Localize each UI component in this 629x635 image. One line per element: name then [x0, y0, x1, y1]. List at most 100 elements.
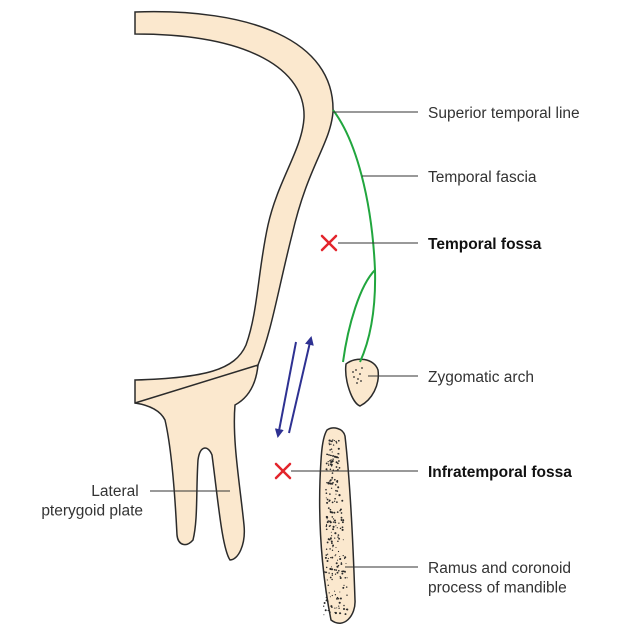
ramus-speckle — [330, 557, 331, 558]
ramus-speckle — [331, 516, 333, 518]
ramus-speckle — [335, 569, 337, 571]
ramus-speckle — [331, 512, 333, 514]
ramus-speckle — [334, 569, 336, 571]
ramus-speckle — [331, 477, 333, 479]
ramus-speckle — [326, 524, 327, 525]
ramus-speckle — [326, 468, 328, 470]
ramus-speckle — [332, 550, 333, 551]
ramus-speckle — [326, 597, 327, 598]
ramus-speckle — [337, 486, 339, 488]
ramus-speckle — [330, 443, 331, 444]
ramus-speckle — [346, 609, 347, 610]
ramus-speckle — [334, 440, 335, 441]
ramus-speckle — [340, 613, 341, 614]
ramus-speckle — [344, 571, 346, 573]
ramus-speckle — [335, 594, 336, 595]
ramus-speckle — [341, 517, 343, 519]
ramus-speckle — [333, 444, 334, 445]
ramus-speckle — [337, 572, 339, 574]
ramus-speckle — [331, 557, 333, 559]
ramus-speckle — [334, 537, 335, 538]
ramus-speckle — [344, 577, 346, 579]
ramus-speckle — [333, 512, 335, 514]
ramus-speckle — [330, 596, 331, 597]
ramus-speckle — [338, 494, 340, 496]
ramus-speckle — [323, 606, 324, 607]
ramus-speckle — [336, 442, 337, 443]
label-ramus-line2: process of mandible — [428, 579, 567, 596]
x-mark-icon — [276, 464, 290, 478]
ramus-speckle — [347, 577, 348, 578]
ramus-speckle — [330, 577, 332, 579]
ramus-speckle — [345, 613, 347, 615]
ramus-speckle — [331, 568, 333, 570]
label-lateral-pterygoid-plate-line1: Lateral — [91, 483, 138, 500]
ramus-speckle — [339, 558, 341, 560]
ramus-speckle — [331, 441, 333, 443]
ramus-speckle — [328, 465, 329, 466]
ramus-speckle — [327, 454, 328, 455]
ramus-speckle — [335, 547, 336, 548]
ramus-speckle — [332, 545, 334, 547]
ramus-speckle — [327, 600, 328, 601]
ramus-speckle — [333, 518, 334, 519]
ramus-speckle — [338, 448, 340, 450]
ramus-speckle — [328, 482, 329, 483]
ramus-speckle — [334, 591, 335, 592]
ramus-speckle — [324, 571, 325, 572]
ramus-speckle — [326, 548, 327, 549]
ramus-speckle — [334, 498, 336, 500]
ramus-speckle — [335, 441, 337, 443]
ramus-speckle — [332, 451, 333, 452]
ramus-speckle — [328, 538, 330, 540]
ramus-speckle — [336, 607, 337, 608]
ramus-speckle — [335, 612, 337, 614]
ramus-speckle — [341, 562, 342, 563]
label-lateral-pterygoid-plate-line2: pterygoid plate — [41, 502, 143, 519]
ramus-speckle — [331, 532, 332, 533]
ramus-speckle — [335, 525, 336, 526]
ramus-speckle — [338, 457, 339, 458]
ramus-speckle — [325, 609, 327, 611]
ramus-speckle — [336, 490, 338, 492]
ramus-speckle — [339, 467, 341, 469]
ramus-speckle — [346, 563, 347, 564]
label-lateral-pterygoid-plate: Lateral pterygoid plate — [41, 483, 143, 519]
ramus-speckle — [331, 459, 332, 460]
ramus-speckle — [337, 536, 338, 537]
ramus-speckle — [329, 592, 330, 593]
ramus-speckle — [338, 608, 339, 609]
ramus-speckle — [327, 554, 328, 555]
ramus-speckle — [330, 460, 332, 462]
ramus-speckle — [330, 525, 331, 526]
ramus-speckle — [332, 439, 334, 441]
ramus-speckle — [329, 440, 331, 442]
ramus-speckle — [338, 606, 339, 607]
ramus-speckle — [332, 546, 333, 547]
ramus-speckle — [329, 480, 330, 481]
ramus-speckle — [331, 540, 333, 542]
ramus-speckle — [338, 440, 340, 442]
ramus-speckle — [338, 570, 340, 572]
ramus-speckle — [324, 602, 326, 604]
ramus-speckle — [342, 519, 344, 521]
ramus-speckle — [337, 469, 339, 471]
ramus-speckle — [346, 594, 347, 595]
label-temporal-fossa: Temporal fossa — [428, 236, 542, 253]
ramus-speckle — [327, 499, 329, 501]
ramus-speckle — [339, 602, 341, 604]
ramus-speckle — [337, 463, 339, 465]
zygomatic-arch — [346, 359, 379, 406]
skull-lateral-wall — [135, 12, 333, 403]
temporal-fascia-inner — [343, 270, 375, 362]
ramus-speckle — [332, 573, 333, 574]
label-ramus-line1: Ramus and coronoid — [428, 560, 571, 577]
ramus-speckle — [327, 541, 329, 543]
ramus-speckle — [343, 539, 344, 540]
up-arrow-icon — [289, 338, 311, 433]
label-temporal-fascia: Temporal fascia — [428, 169, 537, 186]
ramus-speckle — [328, 520, 330, 522]
ramus-speckle — [331, 448, 333, 450]
ramus-speckle — [326, 572, 327, 573]
ramus-speckle — [344, 558, 345, 559]
